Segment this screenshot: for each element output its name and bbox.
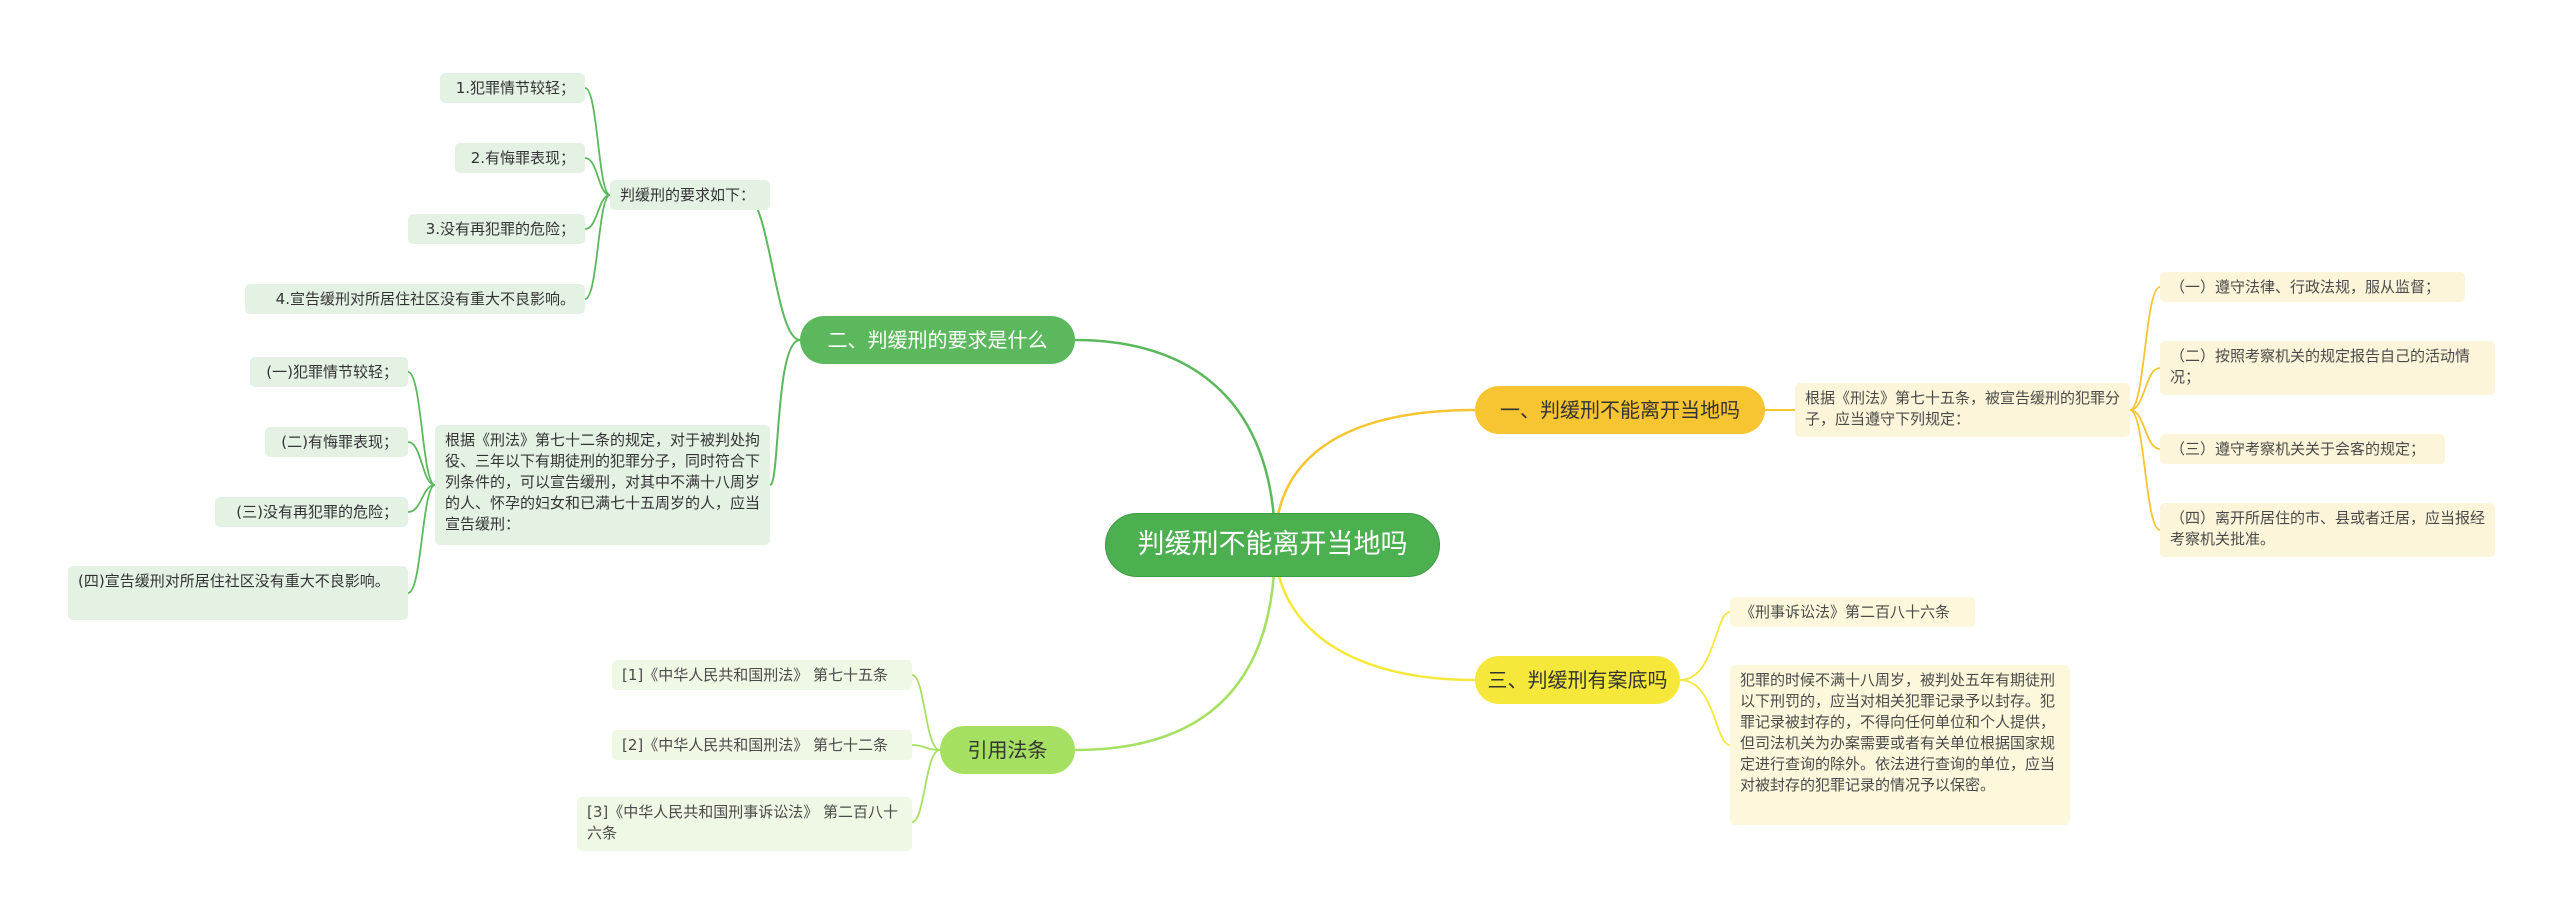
b1-item-2[interactable]: （二）按照考察机关的规定报告自己的活动情况； (2160, 341, 2495, 395)
b2-law-item-4[interactable]: (四)宣告缓刑对所居住社区没有重大不良影响。 (68, 566, 408, 620)
root-topic[interactable]: 判缓刑不能离开当地吗 (1105, 513, 1440, 577)
b2-req-item-4[interactable]: 4.宣告缓刑对所居住社区没有重大不良影响。 (245, 284, 585, 314)
b2-law-item-1[interactable]: (一)犯罪情节较轻； (250, 357, 408, 387)
b2-req-item-2[interactable]: 2.有悔罪表现； (455, 143, 585, 173)
bracket-law (407, 371, 436, 594)
link-root-b2 (1074, 338, 1277, 546)
bracket-req (584, 87, 611, 300)
branch-topic-4[interactable]: 引用法条 (940, 726, 1075, 774)
b1-item-1[interactable]: （一）遵守法律、行政法规，服从监督； (2160, 272, 2465, 302)
bracket-b3 (1679, 611, 1731, 746)
b2-law-item-2[interactable]: (二)有悔罪表现； (265, 427, 408, 457)
b1-item-3[interactable]: （三）遵守考察机关关于会客的规定； (2160, 434, 2445, 464)
b2-req-title[interactable]: 判缓刑的要求如下： (610, 180, 770, 210)
b4-item-2[interactable]: [2]《中华人民共和国刑法》 第七十二条 (612, 730, 912, 760)
branch-topic-2[interactable]: 二、判缓刑的要求是什么 (800, 316, 1075, 364)
link-b2-req (744, 194, 801, 341)
bracket-b4 (911, 674, 941, 823)
b3-ref[interactable]: 《刑事诉讼法》第二百八十六条 (1730, 597, 1975, 627)
b1-intro[interactable]: 根据《刑法》第七十五条，被宣告缓刑的犯罪分子，应当遵守下列规定： (1795, 383, 2130, 437)
b2-req-item-1[interactable]: 1.犯罪情节较轻； (440, 73, 585, 103)
link-root-b4 (1074, 544, 1277, 752)
b1-item-4[interactable]: （四）离开所居住的市、县或者迁居，应当报经考察机关批准。 (2160, 503, 2495, 557)
bracket-b1 (2129, 286, 2161, 531)
b2-law-text[interactable]: 根据《刑法》第七十二条的规定，对于被判处拘役、三年以下有期徒刑的犯罪分子，同时符… (435, 425, 770, 545)
branch-topic-1[interactable]: 一、判缓刑不能离开当地吗 (1475, 386, 1765, 434)
b2-law-item-3[interactable]: (三)没有再犯罪的危险； (215, 497, 408, 527)
branch-topic-3[interactable]: 三、判缓刑有案底吗 (1475, 656, 1680, 704)
b4-item-1[interactable]: [1]《中华人民共和国刑法》 第七十五条 (612, 660, 912, 690)
link-b2-law (769, 339, 801, 486)
b2-req-item-3[interactable]: 3.没有再犯罪的危险； (408, 214, 585, 244)
b3-text[interactable]: 犯罪的时候不满十八周岁，被判处五年有期徒刑以下刑罚的，应当对相关犯罪记录予以封存… (1730, 665, 2070, 825)
b4-item-3[interactable]: [3]《中华人民共和国刑事诉讼法》 第二百八十六条 (577, 797, 912, 851)
